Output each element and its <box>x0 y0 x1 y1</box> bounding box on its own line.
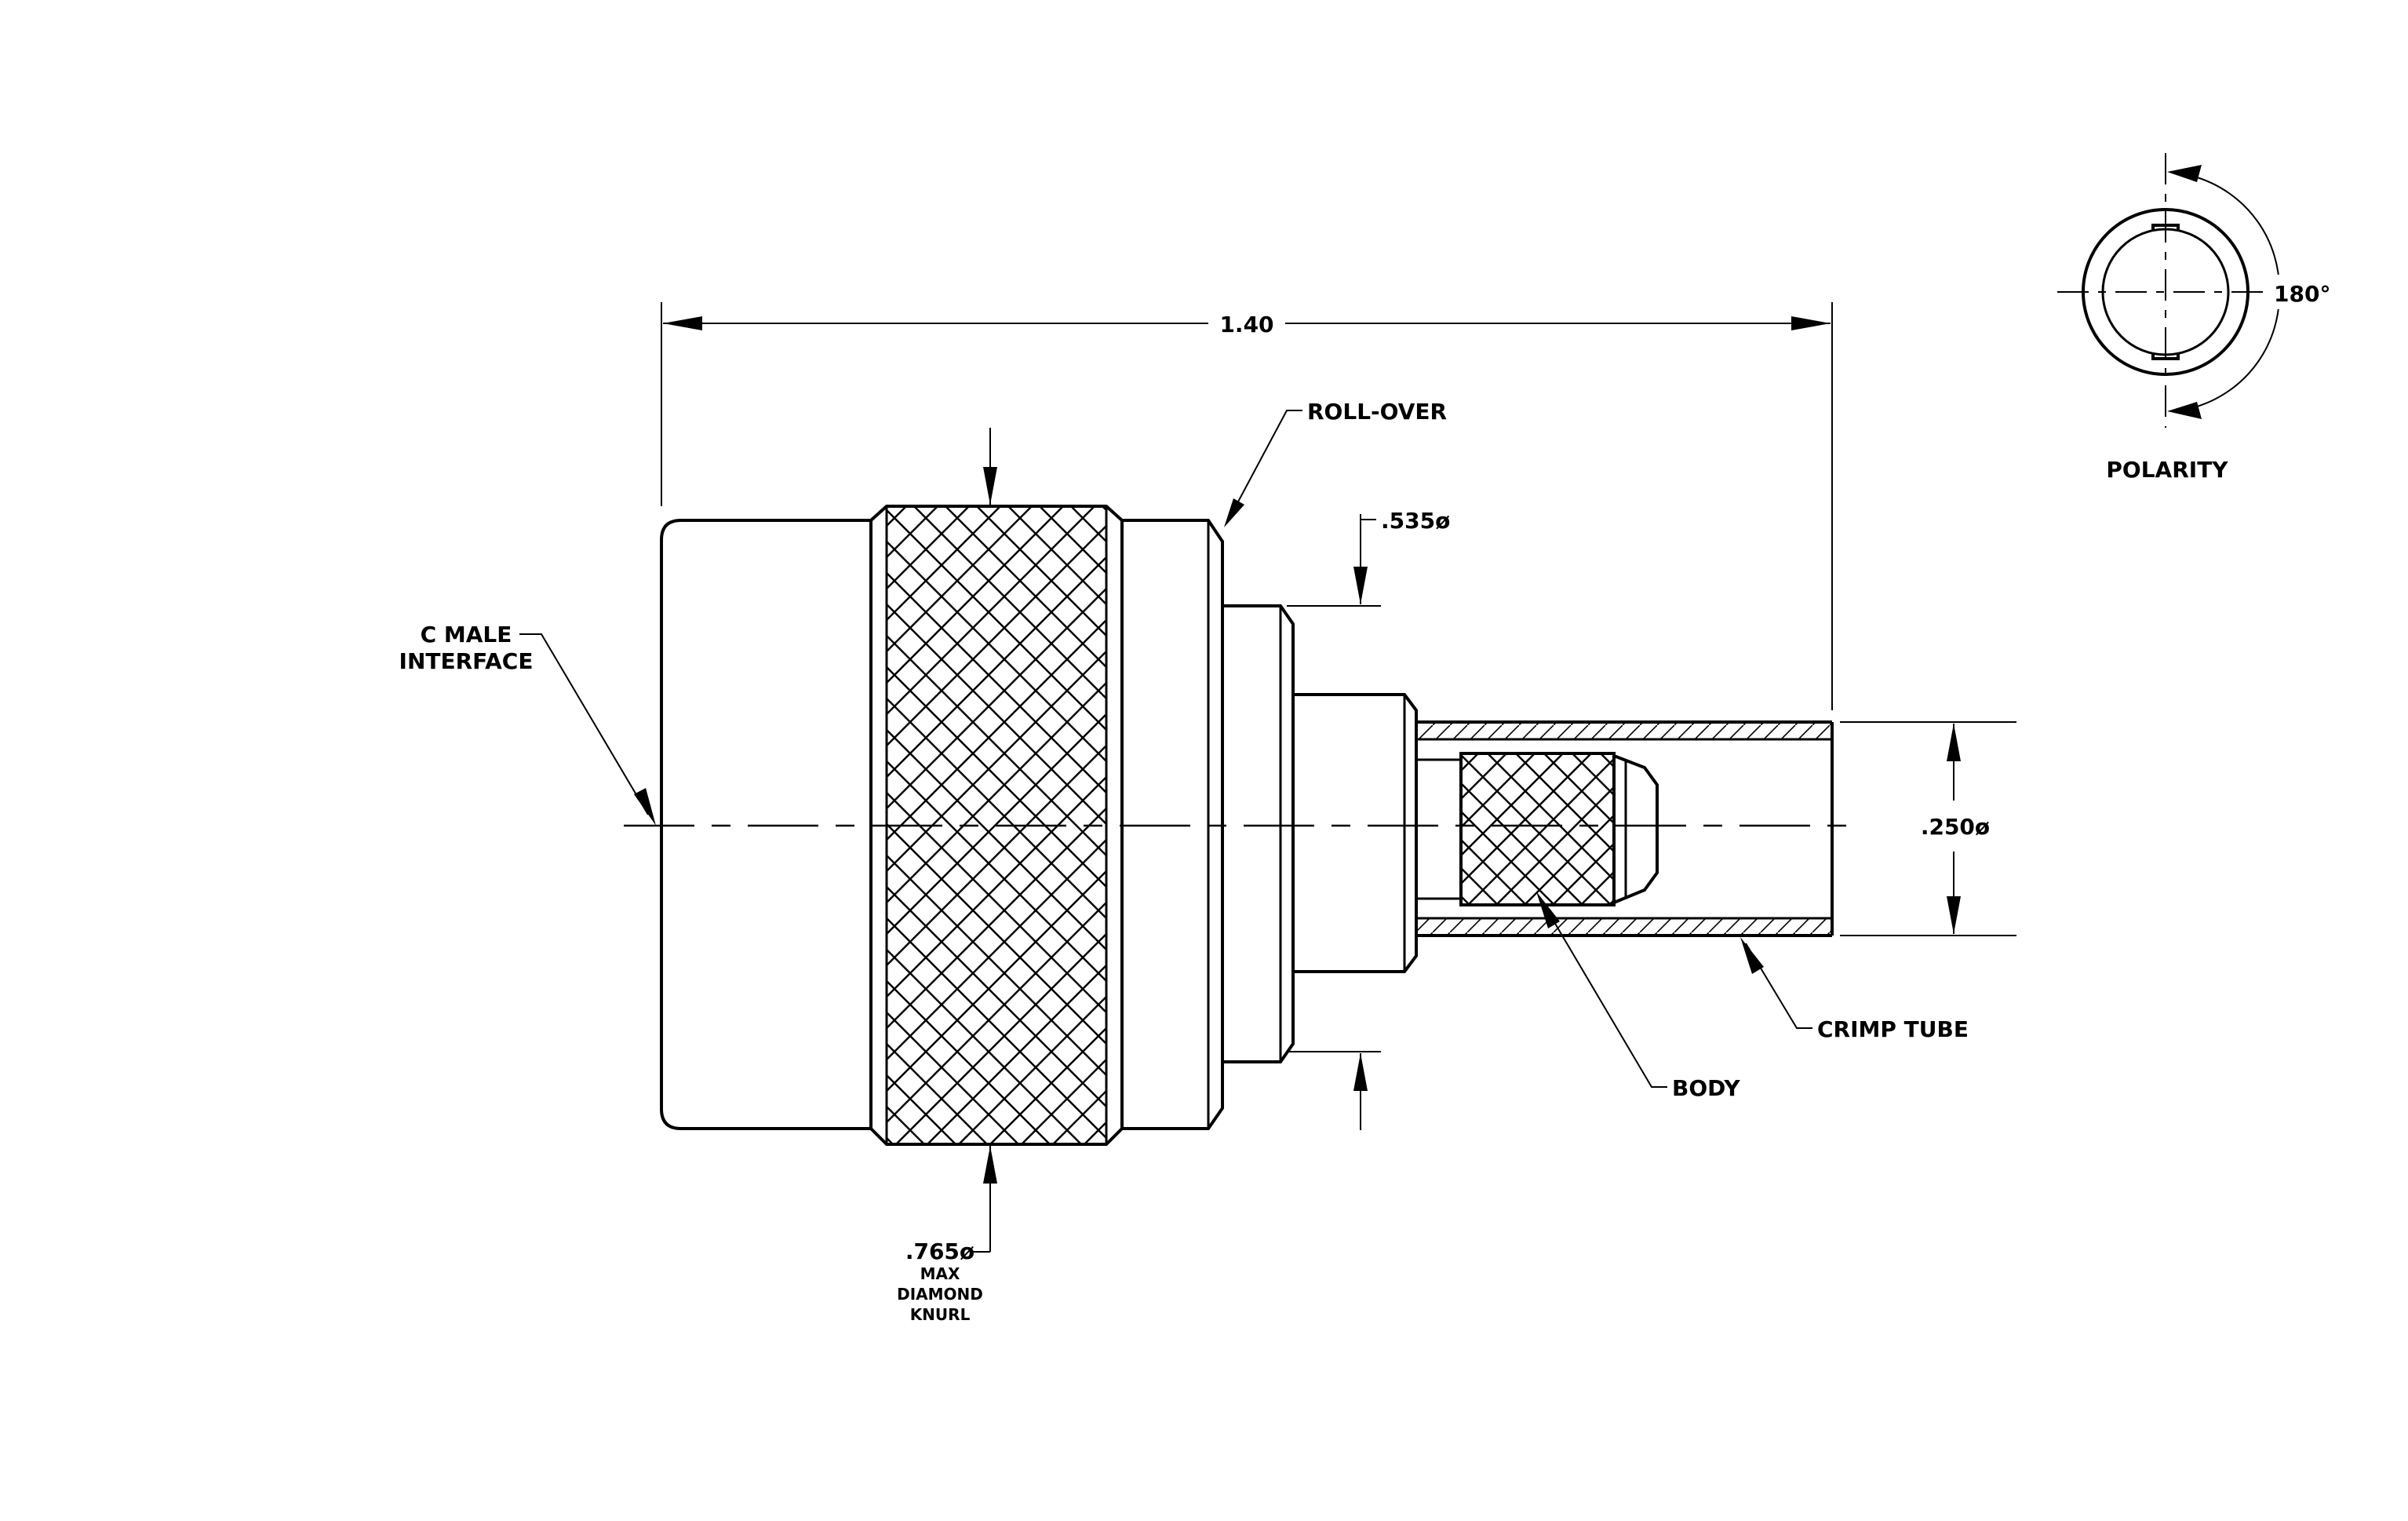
inner-body <box>1416 752 1659 906</box>
dia-765-label: .765ø <box>905 1238 974 1264</box>
body-step-2 <box>1293 693 1418 973</box>
body-callout: BODY <box>1536 892 1740 1101</box>
interface-nut <box>660 519 872 1130</box>
interface-callout: C MALE INTERFACE <box>399 622 656 826</box>
angle-label: 180° <box>2274 281 2330 307</box>
interface-label-line1: C MALE <box>421 622 512 647</box>
knurl-label-line3: KNURL <box>910 1305 971 1324</box>
knurl-label-line1: MAX <box>920 1264 960 1283</box>
dimension-765-dia: .765ø MAX DIAMOND KNURL <box>897 428 997 1324</box>
roll-over-callout: ROLL-OVER <box>1224 399 1447 527</box>
knurl-label-line2: DIAMOND <box>897 1285 983 1304</box>
dimension-535-dia: .535ø <box>1287 508 1450 1130</box>
dia-535-label: .535ø <box>1381 508 1450 534</box>
body-step-535 <box>1222 604 1295 1063</box>
crimp-tube-callout: CRIMP TUBE <box>1740 937 1969 1042</box>
crimp-tube-label: CRIMP TUBE <box>1817 1016 1969 1042</box>
polarity-label: POLARITY <box>2106 457 2228 483</box>
dimension-overall-length: 1.40 <box>661 302 1833 710</box>
interface-label-line2: INTERFACE <box>399 648 534 674</box>
polarity-view: 180° POLARITY <box>2057 153 2337 483</box>
crimp-tube <box>1415 710 1834 956</box>
dia-250-label: .250ø <box>1921 814 1990 840</box>
roll-over-label: ROLL-OVER <box>1307 399 1447 425</box>
dimension-250-dia: .250ø <box>1840 721 2016 936</box>
overall-length-label: 1.40 <box>1219 312 1273 337</box>
body-label: BODY <box>1672 1075 1740 1101</box>
